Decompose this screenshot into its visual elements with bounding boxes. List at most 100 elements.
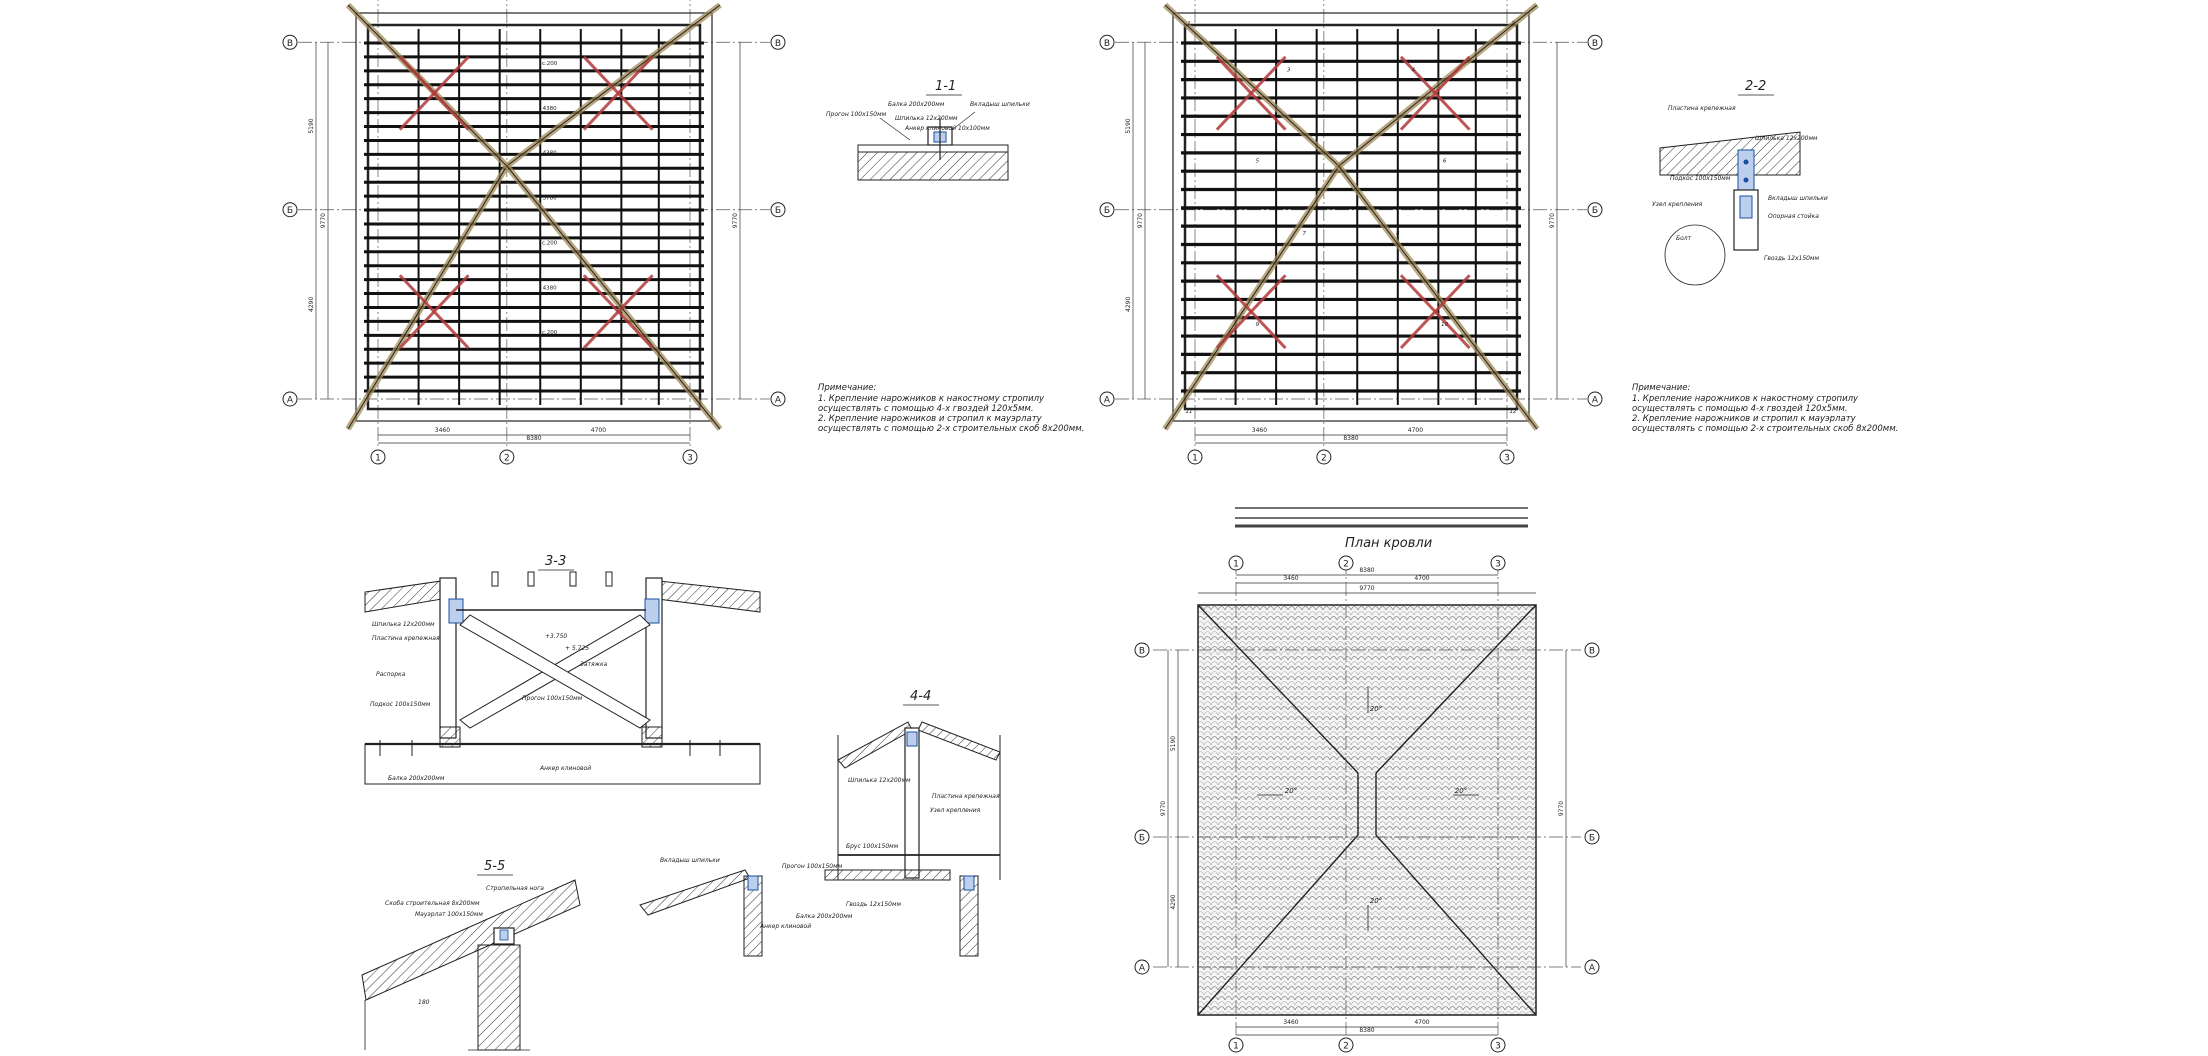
member-label: c.200 bbox=[542, 61, 558, 67]
mount-plate bbox=[1739, 195, 1753, 219]
dimension-text: 5190 bbox=[1125, 118, 1132, 133]
callout: Стропильная нога bbox=[486, 885, 544, 892]
notes-line: 2. Крепление нарожников и стропил к мауэ… bbox=[818, 414, 1043, 424]
axis-bubble bbox=[1338, 555, 1354, 571]
callout: Шпилька 12х200мм bbox=[1755, 135, 1818, 142]
hip-line bbox=[1197, 604, 1359, 774]
notes-line: осуществлять с помощью 2-х строительных … bbox=[1632, 424, 1898, 434]
notes-line: 1. Крепление нарожников к накостному стр… bbox=[818, 394, 1045, 404]
section-1-1: 1-1 Балка 200х200мм Прогон 100х150мм Шпи… bbox=[826, 79, 1030, 181]
section-3-3: 3-3 +3.750 + 5.725 Шпилька 12х200мм Плас… bbox=[364, 554, 761, 785]
callout: Пластина крепежная bbox=[932, 793, 1000, 800]
dimension-text: 9770 bbox=[1160, 801, 1167, 816]
notes-heading: Примечание: bbox=[818, 383, 876, 393]
axis-label: 1 bbox=[1233, 560, 1239, 570]
member-label: c.200 bbox=[542, 330, 558, 336]
axis-label: В bbox=[775, 39, 781, 49]
axis-bubble bbox=[282, 202, 298, 218]
section-title: 3-3 bbox=[545, 554, 566, 569]
section-title: 5-5 bbox=[484, 859, 505, 874]
callout: Шпилька 12х200мм bbox=[372, 621, 435, 628]
hip-line bbox=[1197, 834, 1359, 1016]
dimension-text: 4290 bbox=[308, 297, 315, 312]
axis-bubble bbox=[1228, 1037, 1244, 1053]
callout: Прогон 100х150мм bbox=[826, 111, 887, 118]
hip-line bbox=[1375, 604, 1537, 774]
brace bbox=[398, 55, 470, 131]
axis-bubble bbox=[1338, 1037, 1354, 1053]
axis-label: А bbox=[1592, 396, 1599, 406]
axis-bubble bbox=[370, 449, 386, 465]
level-marker: + 5.725 bbox=[565, 645, 589, 652]
dimension-text: 8380 bbox=[1359, 567, 1374, 574]
axis-label: 2 bbox=[504, 454, 510, 464]
hip-rafter-edge bbox=[1338, 165, 1538, 430]
brace bbox=[582, 274, 654, 350]
callout: Балка 200х200мм bbox=[796, 913, 853, 920]
axis-bubble bbox=[770, 202, 786, 218]
axis-label: Б bbox=[1139, 834, 1145, 844]
dimension-text: 9770 bbox=[1137, 213, 1144, 228]
axis-label: В bbox=[1589, 647, 1595, 657]
member-number: 7 bbox=[1302, 231, 1306, 237]
hip-rafter-edge bbox=[347, 165, 508, 430]
axis-label: Б bbox=[1592, 206, 1598, 216]
member-number: 1 bbox=[1187, 21, 1191, 27]
slope-label: 20° bbox=[1370, 897, 1382, 905]
callout: Анкер клиновой bbox=[539, 765, 591, 772]
dimension-text: 8380 bbox=[526, 435, 541, 442]
axis-bubble bbox=[1584, 642, 1600, 658]
slope-label: 20° bbox=[1370, 705, 1382, 713]
axis-label: 3 bbox=[687, 454, 693, 464]
section-5-5: 5-5 Стропильная нога Скоба строительная … bbox=[361, 859, 581, 1051]
detail-circle bbox=[1664, 224, 1726, 286]
member-number: 8 bbox=[1396, 231, 1400, 237]
notes-plan-2: Примечание: 1. Крепление нарожников к на… bbox=[1632, 383, 1898, 434]
dimension-text: 9770 bbox=[732, 213, 739, 228]
notes-line: осуществлять с помощью 2-х строительных … bbox=[818, 424, 1084, 434]
mauerlat bbox=[1183, 23, 1519, 411]
axis-bubble bbox=[1187, 449, 1203, 465]
callout: Мауэрлат 100х150мм bbox=[415, 911, 483, 918]
callout: Узел крепления bbox=[930, 807, 981, 814]
notes-line: осуществлять с помощью 4-х гвоздей 120х5… bbox=[1632, 404, 1848, 414]
dimension-text: 8380 bbox=[1359, 1027, 1374, 1034]
member-number: 9 bbox=[1256, 322, 1260, 328]
dimension-text: 3460 bbox=[1283, 1019, 1298, 1026]
mauerlat bbox=[366, 23, 702, 411]
axis-bubble bbox=[1099, 34, 1115, 50]
callout: Гвоздь 12х150мм bbox=[1764, 255, 1819, 262]
axis-label: В bbox=[287, 39, 293, 49]
dimension-text: 180 bbox=[418, 999, 430, 1006]
axis-bubble bbox=[1587, 391, 1603, 407]
notes-line: 1. Крепление нарожников к накостному стр… bbox=[1632, 394, 1859, 404]
callout: Подкос 100х150мм bbox=[370, 701, 431, 708]
member-number: 12 bbox=[1510, 409, 1517, 415]
axis-bubble bbox=[1584, 829, 1600, 845]
mount-plate bbox=[644, 598, 660, 624]
slope-label: 20° bbox=[1455, 787, 1467, 795]
axis-bubble bbox=[1134, 959, 1150, 975]
axis-bubble bbox=[1499, 449, 1515, 465]
section-4-4: 4-4 Шпилька 12х200мм Пластина крепежная … bbox=[639, 689, 1001, 957]
axis-label: 3 bbox=[1495, 1042, 1501, 1052]
hip-rafter-edge bbox=[1164, 165, 1340, 430]
section-title: 4-4 bbox=[910, 689, 931, 704]
section-2-2: 2-2 Пластина крепежная Шпилька 12х200мм … bbox=[1652, 79, 1828, 286]
axis-label: Б bbox=[287, 206, 293, 216]
dimension-text: 9770 bbox=[1558, 801, 1565, 816]
axis-bubble bbox=[1587, 34, 1603, 50]
section-title: 1-1 bbox=[935, 79, 956, 94]
axis-bubble bbox=[1134, 642, 1150, 658]
axis-label: А bbox=[1589, 964, 1596, 974]
axis-bubble bbox=[1228, 555, 1244, 571]
hip-rafter-edge bbox=[506, 165, 721, 430]
callout: Шпилька 12х200мм bbox=[848, 777, 911, 784]
notes-plan-1: Примечание: 1. Крепление нарожников к на… bbox=[818, 383, 1084, 434]
axis-bubble bbox=[499, 449, 515, 465]
level-marker: +3.750 bbox=[545, 633, 567, 640]
axis-label: В bbox=[1139, 647, 1145, 657]
